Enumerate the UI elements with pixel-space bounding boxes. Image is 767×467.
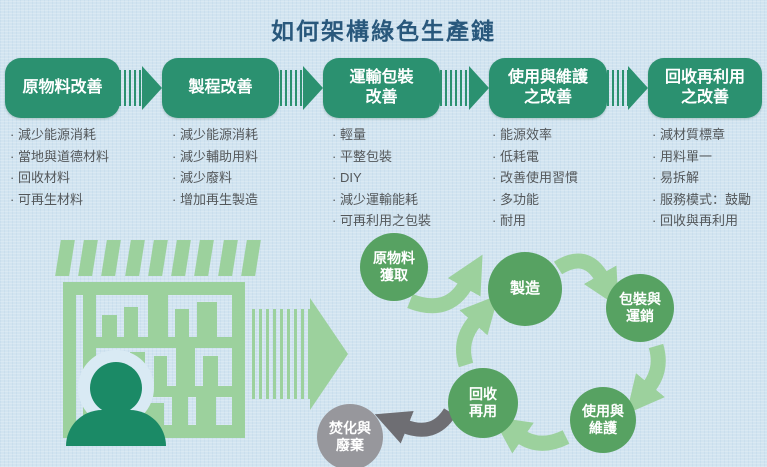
list-item: 減少輔助用料 xyxy=(172,146,258,168)
list-item: 減少運輸能耗 xyxy=(332,189,431,211)
bullet-list-use-maintenance: 能源效率 低耗電 改善使用習慣 多功能 耐用 xyxy=(492,124,578,232)
arrow-manufacture-to-packaging xyxy=(553,253,619,308)
arrow-packaging-to-use xyxy=(626,343,666,414)
page-title: 如何架構綠色生產鏈 xyxy=(271,18,496,44)
arrow-stripes xyxy=(607,70,628,106)
arrow-stripes xyxy=(440,70,469,106)
list-item: 回收材料 xyxy=(10,167,109,189)
bullet-list-recycling: 減材質標章 用料單一 易拆解 服務模式：鼓勵 回收與再利用 xyxy=(652,124,751,232)
cycle-node-recycle-reuse: 回收 再用 xyxy=(448,368,518,438)
arrow-head xyxy=(469,66,489,110)
arrow-recycle-to-disposal xyxy=(374,407,456,444)
shelf-item xyxy=(196,390,216,427)
list-item: 減材質標章 xyxy=(652,124,751,146)
chain-step-raw-materials: 原物料改善 xyxy=(5,58,120,118)
store-awning-icon xyxy=(55,240,261,276)
arrow-head xyxy=(628,66,648,110)
shelf-item xyxy=(203,356,218,386)
list-item: 當地與道德材料 xyxy=(10,146,109,168)
list-item: 耐用 xyxy=(492,210,578,232)
list-item: 回收與再利用 xyxy=(652,210,751,232)
list-item: 減少能源消耗 xyxy=(172,124,258,146)
shelf-item xyxy=(197,302,217,337)
chain-arrow-icon xyxy=(607,66,648,110)
store-shelf xyxy=(96,337,232,348)
chain-arrow-icon xyxy=(440,66,489,110)
list-item: 改善使用習慣 xyxy=(492,167,578,189)
cycle-node-use-maintenance: 使用與 維護 xyxy=(570,387,636,453)
chain-arrow-icon xyxy=(280,66,323,110)
shelf-item xyxy=(172,397,188,427)
list-item: 可再生材料 xyxy=(10,189,109,211)
bullet-list-process: 減少能源消耗 減少輔助用料 減少廢料 增加再生製造 xyxy=(172,124,258,210)
chain-step-use-maintenance: 使用與維護 之改善 xyxy=(489,58,607,118)
arrow-head xyxy=(142,66,162,110)
list-item: 多功能 xyxy=(492,189,578,211)
shelf-item xyxy=(148,295,168,337)
cycle-node-packaging-distribution: 包裝與 運銷 xyxy=(606,274,674,342)
list-item: 低耗電 xyxy=(492,146,578,168)
list-item: 能源效率 xyxy=(492,124,578,146)
arrow-stripes xyxy=(119,70,142,106)
arrow-stripes xyxy=(280,70,303,106)
arrow-head xyxy=(310,298,348,410)
arrow-recycle-to-manufacture xyxy=(456,294,499,368)
store-shelf xyxy=(96,386,232,397)
shelf-item xyxy=(175,309,189,337)
storefront-shelves-illustration xyxy=(55,240,261,446)
striped-right-arrow-icon xyxy=(252,298,348,410)
chain-step-recycling: 回收再利用 之改善 xyxy=(648,58,762,118)
shelf-item xyxy=(124,307,138,337)
list-item: 服務模式：鼓勵 xyxy=(652,189,751,211)
chain-step-transport-packaging: 運輸包裝 改善 xyxy=(323,58,440,118)
list-item: 用料單一 xyxy=(652,146,751,168)
chain-step-process: 製程改善 xyxy=(162,58,279,118)
list-item: 易拆解 xyxy=(652,167,751,189)
shelf-item xyxy=(176,348,195,386)
list-item: DIY xyxy=(332,167,431,189)
arrow-head xyxy=(303,66,323,110)
shopper-person-icon xyxy=(90,362,142,414)
bullet-list-raw-materials: 減少能源消耗 當地與道德材料 回收材料 可再生材料 xyxy=(10,124,109,210)
shopper-person-body xyxy=(66,410,166,446)
list-item: 增加再生製造 xyxy=(172,189,258,211)
arrow-use-to-recycle xyxy=(492,416,570,454)
list-item: 可再利用之包裝 xyxy=(332,210,431,232)
cycle-node-incineration-disposal: 焚化與 廢棄 xyxy=(317,404,383,467)
arrow-stripes xyxy=(252,309,310,399)
list-item: 輕量 xyxy=(332,124,431,146)
list-item: 減少能源消耗 xyxy=(10,124,109,146)
shelf-item xyxy=(154,356,167,386)
bullet-list-transport-packaging: 輕量 平整包裝 DIY 減少運輸能耗 可再利用之包裝 xyxy=(332,124,431,232)
list-item: 減少廢料 xyxy=(172,167,258,189)
cycle-node-raw-material-acquisition: 原物料 獲取 xyxy=(360,233,428,301)
shelf-item xyxy=(102,315,117,337)
cycle-node-manufacturing: 製造 xyxy=(488,252,562,326)
chain-arrow-icon xyxy=(119,66,162,110)
list-item: 平整包裝 xyxy=(332,146,431,168)
